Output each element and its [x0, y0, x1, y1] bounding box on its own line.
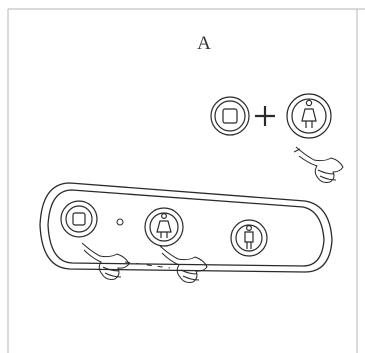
control-panel-outline — [39, 182, 333, 273]
female-figure-icon — [144, 207, 184, 247]
plus-sign-icon — [255, 106, 275, 126]
dashed-connector — [124, 261, 171, 269]
male-figure-icon — [230, 219, 268, 257]
pointing-hand-icon — [293, 146, 344, 183]
pointing-hand-icon — [159, 245, 208, 283]
square-button-icon — [60, 200, 98, 238]
pointing-hand-icon — [81, 242, 130, 280]
panel-label: A — [197, 33, 211, 54]
square-button-icon — [210, 96, 250, 136]
page-frame — [7, 8, 365, 353]
led-indicator-icon — [116, 218, 124, 226]
female-figure-icon — [286, 93, 332, 139]
